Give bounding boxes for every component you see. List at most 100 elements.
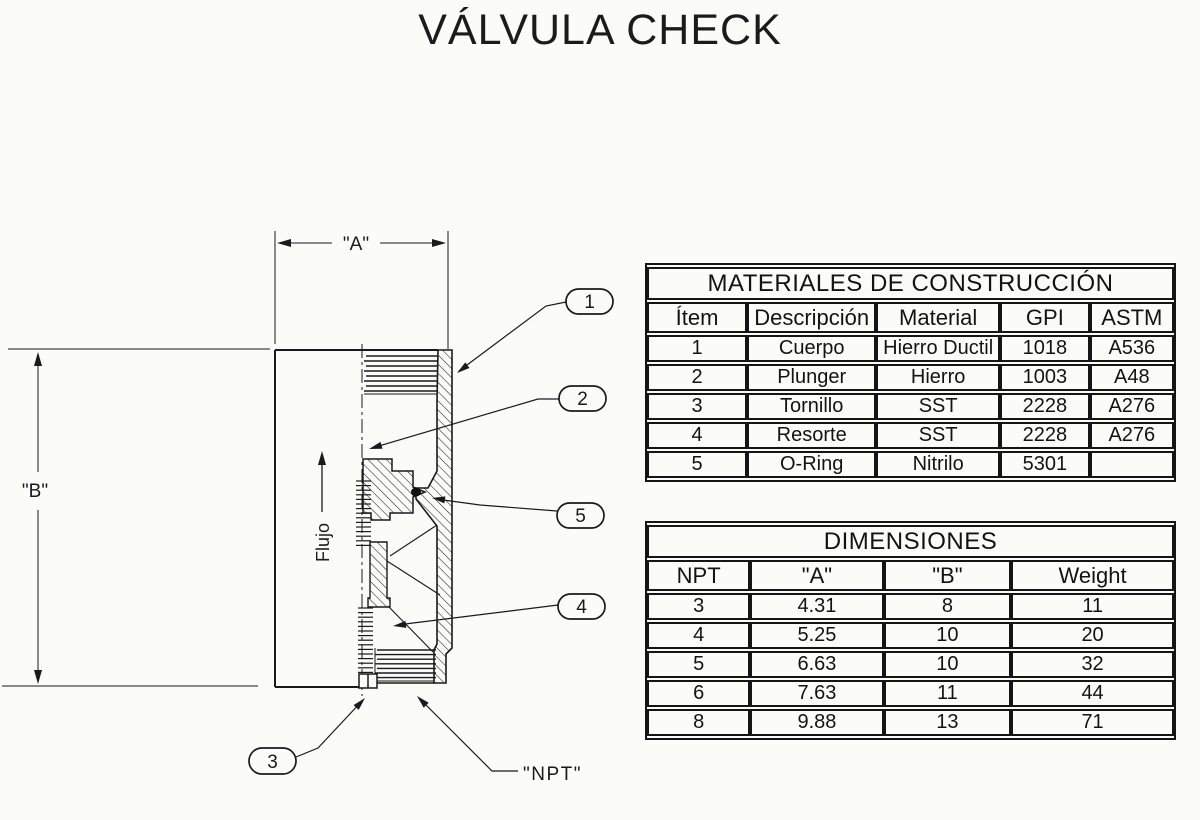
top-threads (364, 355, 437, 392)
table-cell: 8 (647, 709, 751, 736)
table-cell: 6.63 (750, 651, 884, 678)
balloon-3: 3 (248, 747, 297, 775)
column-header: Ítem (647, 302, 748, 333)
guide-block-section (367, 541, 391, 608)
arrowhead (432, 239, 446, 247)
flow-indicator: Flujo (313, 451, 333, 562)
table-title-row: DIMENSIONES (647, 525, 1174, 558)
balloon-5: 5 (556, 502, 605, 529)
table-cell: 11 (883, 680, 1012, 707)
table-cell: 10 (883, 622, 1012, 649)
table-cell: 2228 (1000, 422, 1090, 449)
arrowhead (34, 352, 42, 366)
valve-body-outline (274, 349, 438, 688)
npt-label: "NPT" (523, 764, 582, 785)
table-cell: O-Ring (747, 451, 877, 478)
balloon-2: 2 (558, 385, 607, 412)
dimension-b (2, 348, 270, 687)
table-cell: 1018 (1000, 335, 1090, 362)
table-cell: A536 (1089, 335, 1174, 362)
balloon-1: 1 (565, 288, 614, 315)
column-header: Weight (1011, 560, 1174, 591)
table-cell: 11 (1011, 593, 1174, 620)
table-cell: 44 (1011, 680, 1174, 707)
table-cell: 4 (647, 422, 748, 449)
table-cell: SST (876, 422, 1001, 449)
table-cell: Nitrilo (876, 451, 1001, 478)
column-header: Descripción (747, 302, 877, 333)
table-cell: 3 (647, 593, 751, 620)
table-cell: Resorte (747, 422, 877, 449)
column-header: ASTM (1089, 302, 1174, 333)
table-title-row: MATERIALES DE CONSTRUCCIÓN (647, 267, 1174, 300)
spring-coils-lower (358, 607, 373, 674)
table-cell: 5301 (1000, 451, 1090, 478)
table-cell: 6 (647, 680, 751, 707)
leader-arrowheads (353, 362, 470, 710)
table-cell: 1 (647, 335, 748, 362)
body-wall-section (415, 349, 453, 684)
table-cell: 5.25 (750, 622, 884, 649)
plunger-section (362, 458, 427, 521)
table-cell: 7.63 (750, 680, 884, 707)
table-title: DIMENSIONES (647, 525, 1174, 558)
table-cell: Cuerpo (747, 335, 877, 362)
table-cell: 10 (883, 651, 1012, 678)
bottom-npt-threads (375, 649, 436, 682)
table-cell: A48 (1089, 364, 1174, 391)
table-cell: 8 (883, 593, 1012, 620)
table-cell: 2 (647, 364, 748, 391)
table-cell: A276 (1089, 393, 1174, 420)
flow-label: Flujo (313, 523, 333, 562)
column-header: "A" (750, 560, 884, 591)
table-cell: 5 (647, 451, 748, 478)
leader-npt (419, 698, 518, 772)
table-cell: A276 (1089, 422, 1174, 449)
arrowhead (277, 239, 291, 247)
table-cell: 13 (883, 709, 1012, 736)
bottom-screw (358, 673, 378, 689)
table-cell: 32 (1011, 651, 1174, 678)
column-header: NPT (647, 560, 751, 591)
column-header: Material (876, 302, 1001, 333)
balloon-label: 3 (267, 752, 278, 773)
table-cell: 4.31 (750, 593, 884, 620)
dimension-a (274, 231, 449, 349)
table-cell: Hierro (876, 364, 1001, 391)
table-title: MATERIALES DE CONSTRUCCIÓN (647, 267, 1174, 300)
leader-5 (435, 498, 558, 512)
table-cell: 3 (647, 393, 748, 420)
column-header: GPI (1000, 302, 1090, 333)
table-cell: 9.88 (750, 709, 884, 736)
balloon-label: 1 (584, 292, 595, 313)
table-cell: Hierro Ductil (876, 335, 1001, 362)
spring-coils-upper (356, 480, 371, 547)
dim-b-label: "B" (22, 481, 48, 502)
table-cell: 1003 (1000, 364, 1090, 391)
leader-lines (295, 301, 567, 772)
table-cell: 5 (647, 651, 751, 678)
valve-section-drawing: "A" "B" (2, 231, 614, 785)
leader-1 (458, 301, 567, 372)
balloon-4: 4 (557, 593, 606, 620)
table-cell: 4 (647, 622, 751, 649)
internal-passage-lines (386, 524, 441, 653)
arrowhead (34, 670, 42, 684)
balloon-label: 4 (576, 597, 587, 618)
leader-3 (295, 700, 363, 758)
table-cell: Tornillo (747, 393, 877, 420)
leader-2 (371, 398, 559, 449)
